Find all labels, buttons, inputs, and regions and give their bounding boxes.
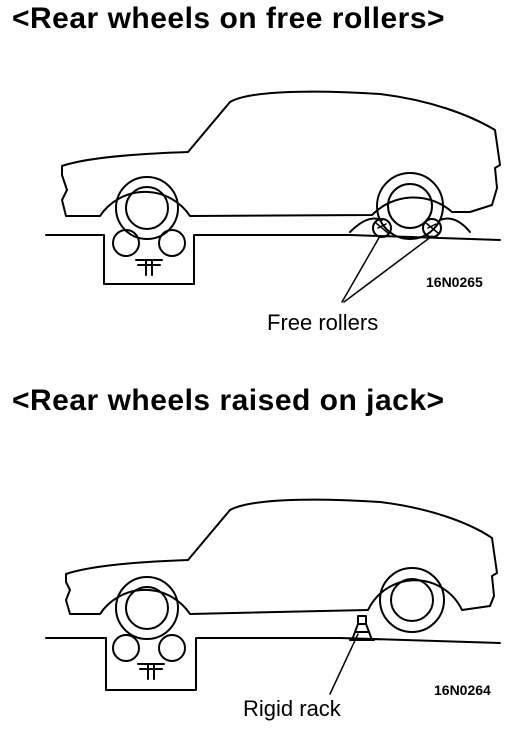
heading-raised-on-jack: <Rear wheels raised on jack> bbox=[12, 384, 445, 417]
callout-leader-line bbox=[329, 633, 359, 695]
car-body bbox=[61, 90, 501, 217]
rigid-rack bbox=[349, 615, 375, 641]
callout-free-rollers: Free rollers bbox=[267, 310, 379, 335]
figure-code: 16N0265 bbox=[426, 274, 483, 290]
ground-line-with-pit bbox=[45, 637, 501, 691]
stand-symbol bbox=[137, 663, 165, 680]
rear-wheel bbox=[376, 172, 444, 240]
free-roller-stands bbox=[349, 217, 471, 238]
car-body bbox=[65, 498, 498, 615]
diagram-car-on-free-rollers bbox=[45, 90, 501, 303]
dyno-roller-right bbox=[158, 229, 186, 257]
heading-free-rollers: <Rear wheels on free rollers> bbox=[12, 2, 446, 35]
front-wheel bbox=[115, 576, 179, 640]
ground-line-with-pit bbox=[45, 234, 501, 285]
dyno-roller-left bbox=[112, 229, 140, 257]
callout-rigid-rack: Rigid rack bbox=[243, 696, 341, 721]
dyno-roller-right bbox=[158, 634, 186, 662]
front-wheel bbox=[115, 176, 179, 240]
stand-symbol bbox=[135, 259, 163, 276]
dyno-roller-left bbox=[112, 634, 140, 662]
callout-leader-lines bbox=[341, 235, 433, 303]
figure-code: 16N0264 bbox=[434, 682, 491, 698]
rear-wheel bbox=[379, 567, 445, 633]
diagram-car-on-jack bbox=[45, 498, 501, 695]
